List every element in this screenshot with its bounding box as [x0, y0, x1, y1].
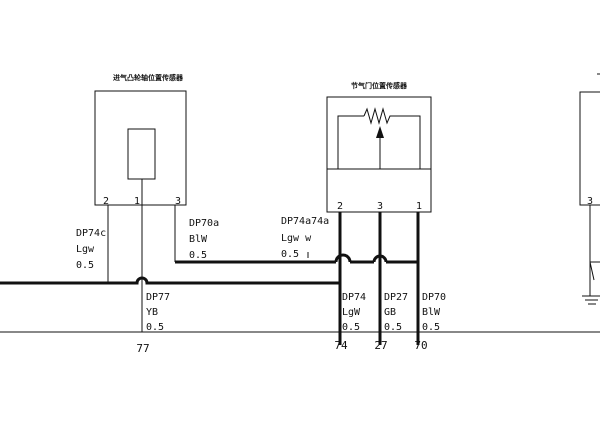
label-dp77-gauge: 0.5 — [146, 322, 164, 333]
potentiometer-resistor — [363, 107, 392, 125]
right-sensor-lead — [589, 205, 600, 263]
camshaft-sensor: 进气凸轮轴位置传感器 2 1 3 — [94, 73, 187, 207]
label-dp77-color: YB — [146, 307, 158, 318]
camshaft-sensor-element — [127, 128, 156, 180]
throttle-pin-1: 1 — [416, 201, 422, 212]
ground-icon — [582, 295, 600, 305]
label-dp74c-code: DP74c — [76, 228, 106, 239]
throttle-pin-3: 3 — [377, 201, 383, 212]
camshaft-pin-1: 1 — [134, 196, 140, 207]
connector-pin-74: 74 — [334, 339, 348, 352]
right-sensor-body — [579, 91, 600, 206]
label-dp70-color: BlW — [422, 307, 441, 318]
label-dp27-color: GB — [384, 307, 396, 318]
label-dp74c-gauge: 0.5 — [76, 260, 94, 271]
throttle-sensor-title: 节气门位置传感器 — [351, 81, 408, 90]
label-dp27-gauge: 0.5 — [384, 322, 402, 333]
connector-pin-77: 77 — [136, 342, 149, 355]
right-sensor-partial: 3 — [579, 73, 600, 305]
camshaft-pin-2: 2 — [103, 196, 109, 207]
throttle-sensor: 节气门位置传感器 2 3 1 — [326, 81, 432, 213]
label-dp74-gauge: 0.5 — [342, 322, 360, 333]
right-sensor-pin-3: 3 — [587, 196, 593, 207]
potentiometer-frame — [337, 115, 421, 169]
label-dp70a-code: DP70a — [189, 218, 219, 229]
label-dp74c-color: Lgw — [76, 244, 95, 255]
label-dp74a-code: DP74a74a — [281, 216, 329, 227]
right-sensor-lead-bend — [589, 261, 595, 281]
label-dp74-color: LgW — [342, 307, 361, 318]
potentiometer-arrow — [376, 126, 384, 138]
wire-dp74a-horizontal — [0, 276, 340, 285]
label-dp74a-color: Lgw w — [281, 233, 312, 244]
label-dp70a-color: BlW — [189, 234, 208, 245]
crossover-arc-pin2 — [334, 253, 352, 263]
label-dp27-code: DP27 — [384, 292, 408, 303]
connector-pin-70: 70 — [414, 339, 427, 352]
label-dp74a-gauge: 0.5 — [281, 249, 299, 260]
throttle-sensor-body — [326, 96, 432, 213]
camshaft-sensor-title: 进气凸轮轴位置传感器 — [113, 73, 184, 82]
label-dp77-code: DP77 — [146, 292, 170, 303]
label-dp70a-gauge: 0.5 — [189, 250, 207, 261]
connector-pin-27: 27 — [374, 339, 387, 352]
throttle-pin-2: 2 — [337, 201, 343, 212]
label-dp74-code: DP74 — [342, 292, 366, 303]
camshaft-pin-3: 3 — [175, 196, 181, 207]
label-dp70-code: DP70 — [422, 292, 446, 303]
label-dp70-gauge: 0.5 — [422, 322, 440, 333]
